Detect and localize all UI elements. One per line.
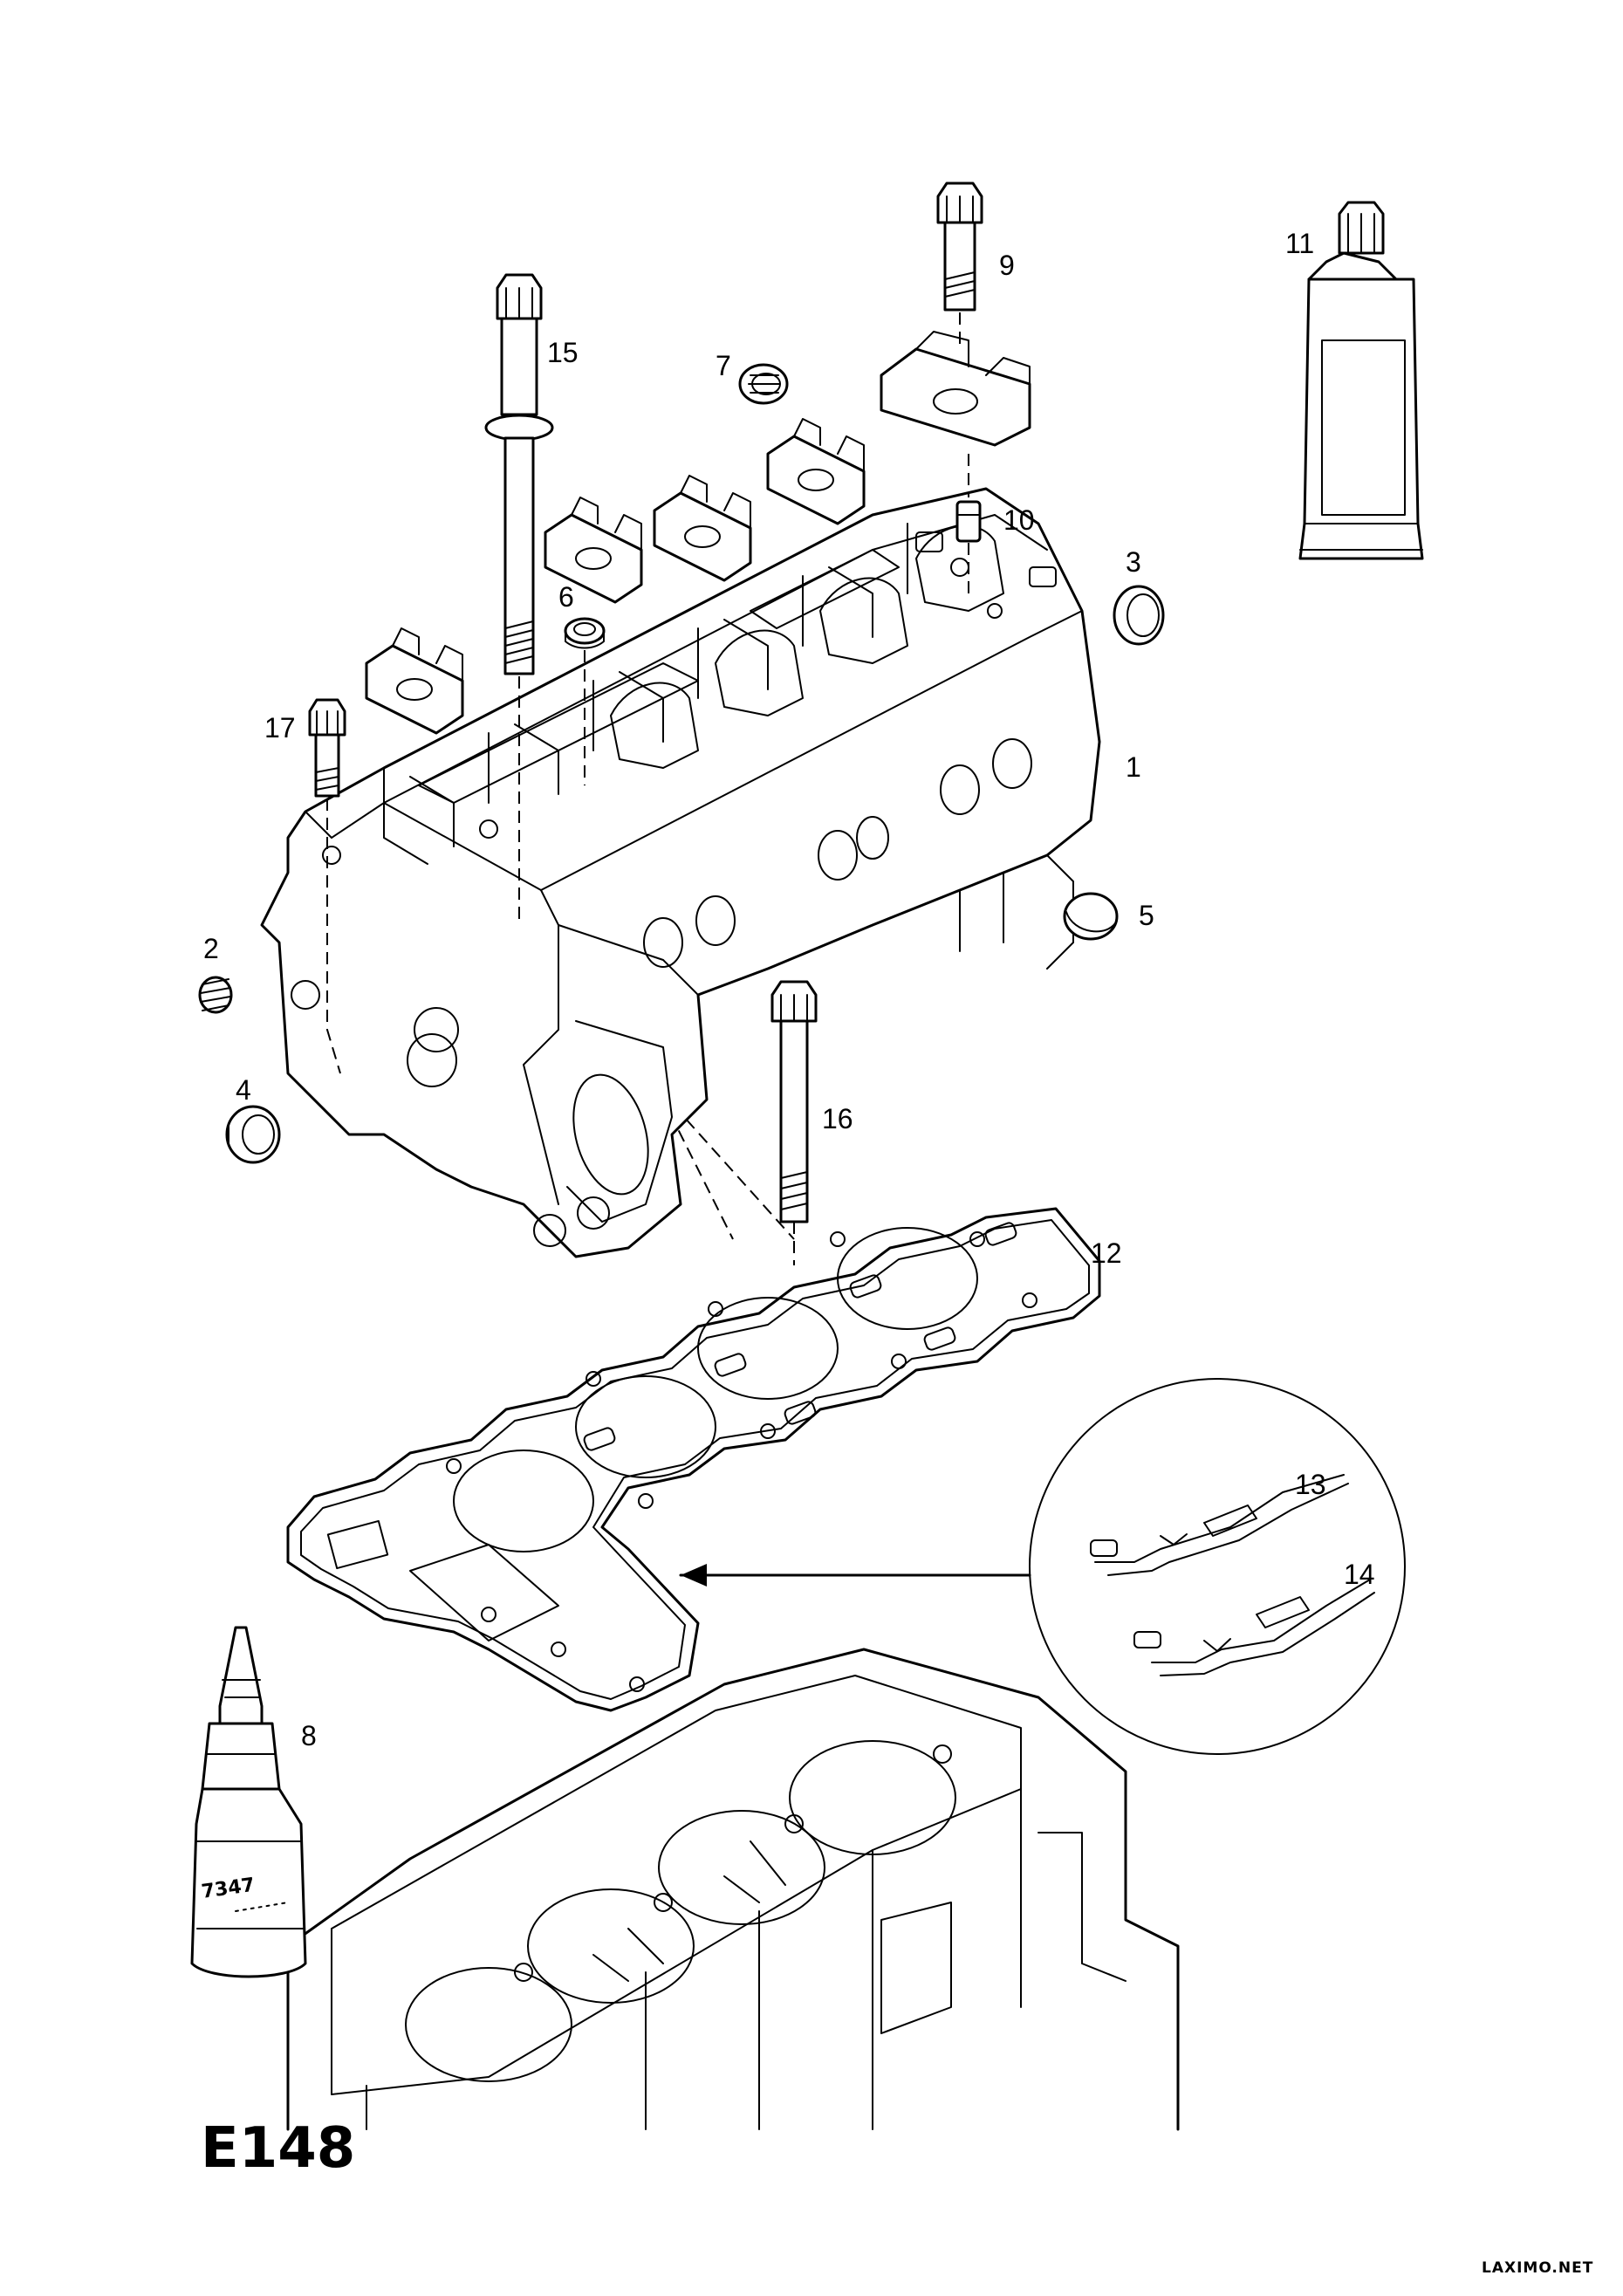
seal-6 <box>564 617 606 649</box>
callout-12: 12 <box>1091 1237 1122 1269</box>
gasket-layer-14 <box>1133 1579 1375 1676</box>
callout-10: 10 <box>1003 504 1035 536</box>
callout-11: 11 <box>1285 228 1314 259</box>
bolt-17 <box>308 698 346 1074</box>
callout-7: 7 <box>716 350 731 381</box>
bolt-9 <box>936 182 983 349</box>
callout-8: 8 <box>301 1720 317 1751</box>
callout-3: 3 <box>1126 546 1141 578</box>
callout-17: 17 <box>264 712 296 744</box>
watermark: LAXIMO.NET <box>1482 2259 1593 2277</box>
camshaft-bearing-caps <box>365 331 1031 735</box>
callout-13: 13 <box>1295 1469 1326 1500</box>
detail-magnifier <box>679 1378 1406 1755</box>
seal-ring-4 <box>225 1105 281 1164</box>
callout-6: 6 <box>558 581 574 613</box>
plug-2 <box>198 976 233 1014</box>
adhesive-bottle-8: 7347 <box>190 1626 307 1978</box>
bolt-16 <box>770 980 818 1265</box>
callout-16: 16 <box>822 1103 853 1134</box>
callout-5: 5 <box>1139 900 1154 931</box>
engine-block <box>286 1648 1180 2131</box>
callout-2: 2 <box>203 933 219 964</box>
cylinder-head <box>260 487 1101 1258</box>
gasket-layer-13 <box>1090 1474 1349 1576</box>
callout-labels: 1 2 3 4 5 6 7 8 9 10 11 12 13 14 15 16 1… <box>203 228 1375 1751</box>
sleeve-10 <box>955 454 982 593</box>
bolt-15 <box>484 273 554 925</box>
callout-9: 9 <box>999 250 1015 281</box>
callout-1: 1 <box>1126 751 1141 783</box>
callout-15: 15 <box>547 337 579 368</box>
diagram-code: E148 <box>201 2116 355 2181</box>
callout-14: 14 <box>1344 1559 1375 1590</box>
seal-7 <box>738 363 789 405</box>
plug-3 <box>1113 585 1165 646</box>
callout-4: 4 <box>236 1074 251 1106</box>
sealant-tube-11 <box>1298 201 1424 560</box>
plug-5 <box>1063 892 1119 941</box>
